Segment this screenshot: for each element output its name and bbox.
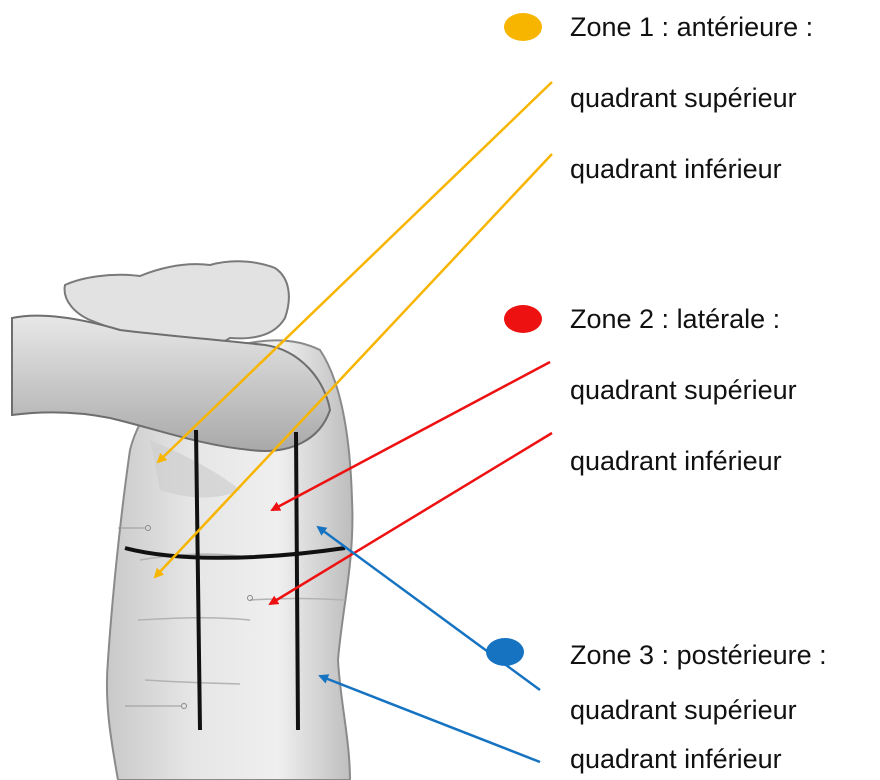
zone1-upper-label: quadrant supérieur [570, 85, 797, 112]
zone3-title: Zone 3 : postérieure : [570, 642, 827, 669]
zone2-color-dot [504, 305, 542, 333]
zone3-lower-label: quadrant inférieur [570, 746, 782, 773]
zone1-color-dot [504, 13, 542, 41]
zone3-lower-arrow [320, 676, 540, 762]
zone2-lower-label: quadrant inférieur [570, 448, 782, 475]
zone3-color-dot [486, 638, 524, 666]
zone1-lower-label: quadrant inférieur [570, 156, 782, 183]
zone2-upper-label: quadrant supérieur [570, 377, 797, 404]
raised-arm [12, 316, 330, 451]
zone1-title: Zone 1 : antérieure : [570, 14, 813, 41]
posterior-axillary-line [296, 432, 298, 730]
zone2-title: Zone 2 : latérale : [570, 306, 780, 333]
zone3-upper-label: quadrant supérieur [570, 697, 797, 724]
torso-illustration [12, 261, 352, 780]
